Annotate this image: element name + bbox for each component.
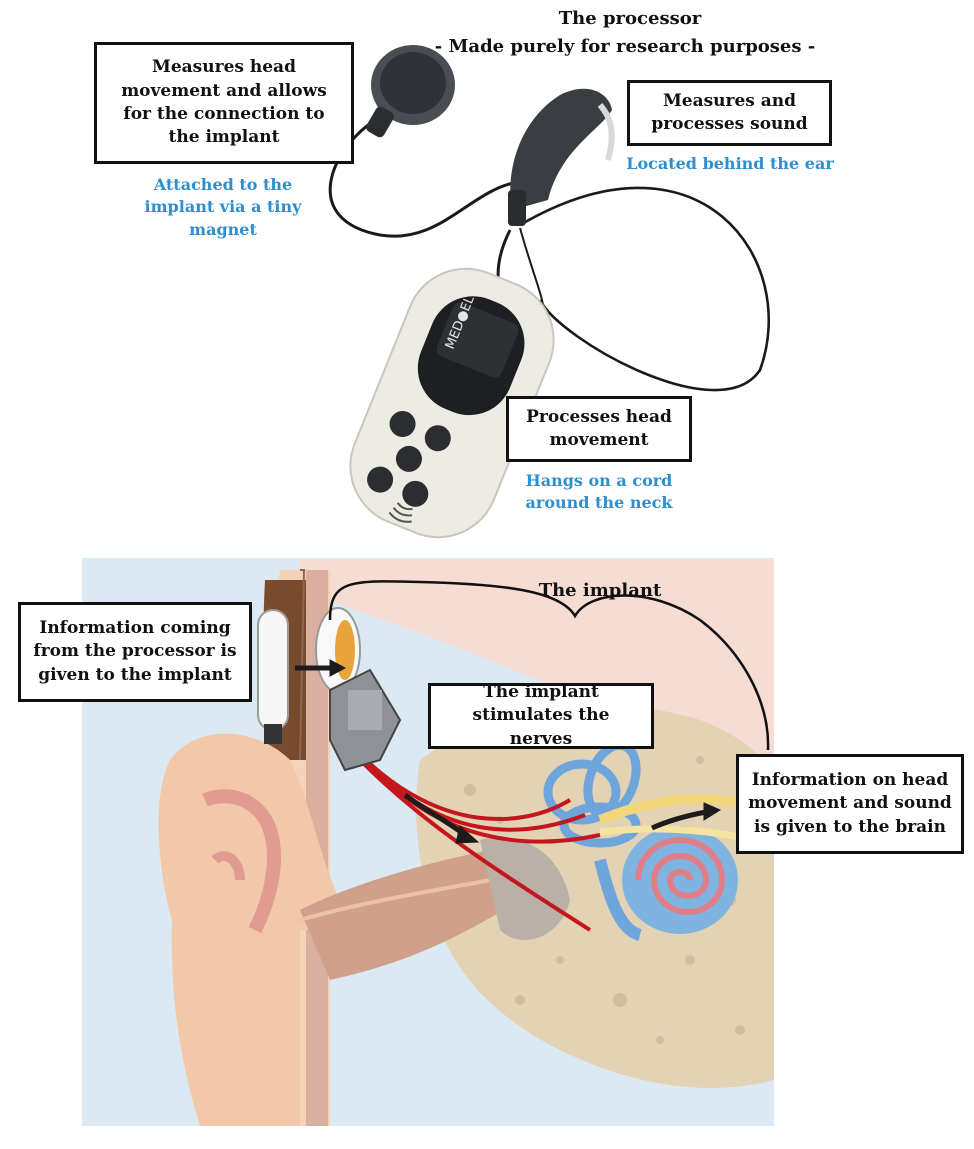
external-coil [258,610,288,744]
brain-label: Information on head movement and sound i… [747,769,953,839]
implant-title: The implant [520,580,680,601]
stimulates-label: The implant stimulates the nerves [439,681,643,751]
brain-label-box: Information on head movement and sound i… [736,754,964,854]
stimulates-label-box: The implant stimulates the nerves [428,683,654,749]
info-in-label-box: Information coming from the processor is… [18,602,252,702]
info-in-label: Information coming from the processor is… [29,617,241,687]
